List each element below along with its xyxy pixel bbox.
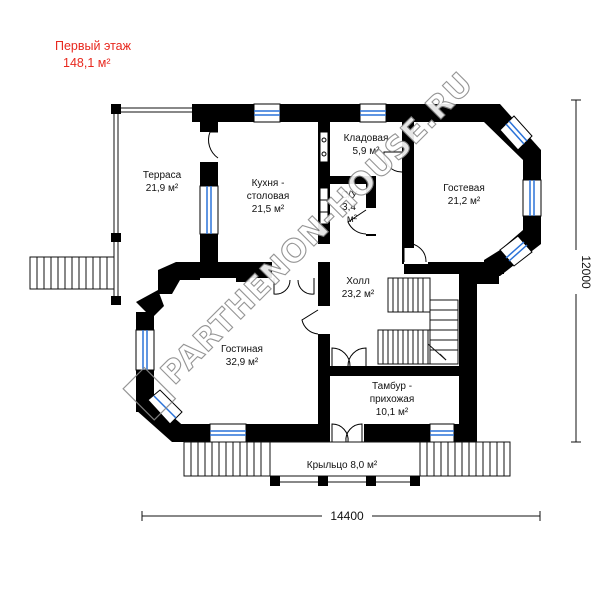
porch	[183, 441, 511, 483]
room-kitchen-area: 21,5 м²	[252, 204, 285, 215]
terrace-railing	[113, 107, 194, 300]
hall-staircase	[377, 277, 459, 365]
dimension-width-value: 14400	[330, 509, 364, 523]
room-vestibule-area: 10,1 м²	[376, 407, 409, 418]
doors	[200, 131, 428, 443]
terrace-stairs	[29, 256, 115, 290]
room-pantry-name: Кладовая	[344, 133, 389, 144]
room-porch-label: Крыльцо 8,0 м²	[307, 460, 378, 471]
room-wc-name: С/У	[341, 190, 358, 201]
window-vestibule-bottom	[429, 423, 455, 443]
dimension-height: 12000	[568, 99, 593, 443]
windows	[135, 103, 542, 443]
room-guest-area: 21,2 м²	[448, 196, 481, 207]
room-hall-area: 23,2 м²	[342, 289, 375, 300]
room-vestibule-name-1: Тамбур -	[372, 380, 412, 392]
room-vestibule-name-2: прихожая	[370, 394, 415, 405]
window-kitchen-top	[253, 103, 281, 123]
plan-total-area: 148,1 м²	[63, 56, 111, 70]
porch-posts	[270, 476, 420, 486]
room-terrace-area: 21,9 м²	[146, 183, 179, 194]
plan-title: Первый этаж	[55, 39, 132, 53]
room-kitchen-name-2: столовая	[247, 191, 290, 202]
window-guest-bay-top	[499, 115, 533, 151]
room-wc-area-1: 3,4	[342, 202, 356, 213]
window-living-left	[135, 329, 155, 371]
terrace-posts	[111, 104, 121, 305]
room-living-name: Гостиная	[221, 344, 263, 355]
dimension-width: 14400	[141, 508, 541, 523]
window-living-bottom	[209, 423, 247, 443]
dimension-height-value: 12000	[579, 255, 593, 289]
window-kitchen-left	[199, 185, 219, 235]
kitchen-stove	[319, 131, 329, 225]
window-guest-bay-bottom	[499, 235, 533, 267]
room-living-area: 32,9 м²	[226, 357, 259, 368]
room-pantry-area: 5,9 м²	[353, 146, 381, 157]
room-labels: Терраса 21,9 м² Кухня - столовая 21,5 м²…	[143, 133, 485, 471]
room-kitchen-name-1: Кухня -	[252, 178, 285, 189]
room-wc-area-2: м²	[347, 214, 358, 225]
window-pantry-top	[359, 103, 387, 123]
room-terrace-name: Терраса	[143, 170, 182, 181]
window-guest-side	[522, 179, 542, 217]
room-guest-name: Гостевая	[443, 183, 485, 194]
window-living-corner	[147, 389, 183, 425]
room-hall-name: Холл	[346, 276, 370, 287]
